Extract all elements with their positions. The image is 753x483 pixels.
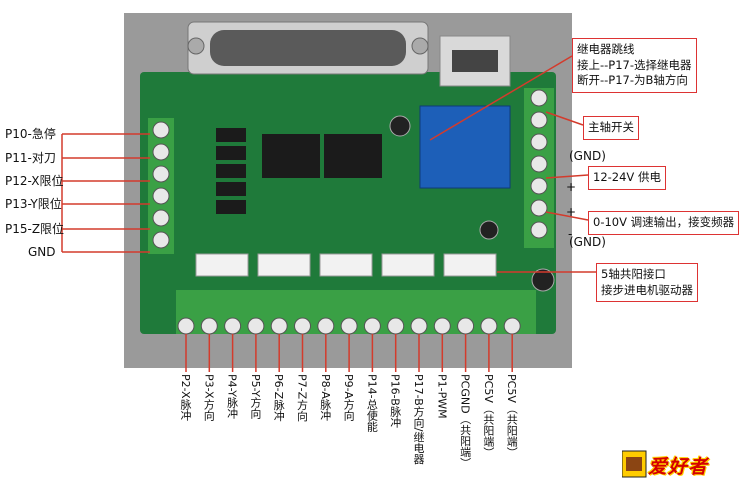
white-header — [443, 253, 497, 277]
label-p12: P12-X限位 — [5, 174, 64, 188]
optocoupler — [216, 128, 246, 142]
bottom-pin-label: P14-总使能 — [365, 374, 379, 432]
spindle-switch-label: 主轴开关 — [583, 116, 639, 140]
right-annotation-lines — [429, 55, 596, 273]
bottom-terminal-screw — [433, 317, 451, 335]
bottom-pin-label: PC5V（共阳端） — [505, 374, 519, 458]
bottom-pin-label: P6-Z脉冲 — [272, 374, 286, 422]
common-anode-line1: 5轴共阳接口 — [601, 267, 666, 281]
relay-note-line1: 接上--P17-选择继电器 — [577, 57, 692, 72]
bottom-pin-label: P3-X方向 — [202, 374, 216, 421]
plus-label-2: + — [566, 205, 577, 219]
bottom-terminal-screw — [317, 317, 335, 335]
relay-note-line2: 断开--P17-为B轴方向 — [577, 73, 688, 88]
bottom-terminal-screw — [457, 317, 475, 335]
right-terminal-screw — [530, 111, 548, 129]
bottom-pin-label: P17-B方向/继电器 — [412, 374, 425, 465]
label-p13: P13-Y限位 — [5, 197, 62, 211]
db25-shell — [210, 30, 406, 66]
left-terminal-screw — [152, 187, 170, 205]
label-gnd-left: GND — [28, 245, 56, 259]
capacitor-3 — [531, 268, 555, 292]
bottom-pin-label: P1-PWM — [435, 374, 449, 419]
gnd-top-label: (GND) — [569, 149, 606, 163]
bottom-pin-label: P5-Y方向 — [248, 374, 262, 420]
bottom-terminal-screw — [503, 317, 521, 335]
white-header — [257, 253, 311, 277]
left-terminal-screw — [152, 231, 170, 249]
white-header — [319, 253, 373, 277]
logo — [622, 450, 647, 478]
optocoupler — [216, 164, 246, 178]
logo-text: 爱好者 — [648, 456, 709, 478]
bottom-terminal-screw — [480, 317, 498, 335]
bottom-terminal-screw — [294, 317, 311, 335]
bottom-terminal-screw — [177, 317, 195, 335]
left-terminal-screw — [152, 121, 170, 139]
right-terminal-screw — [530, 155, 548, 173]
bottom-pin-label: P16-B脉冲 — [388, 374, 402, 428]
bottom-terminal-screw — [247, 317, 265, 335]
supply-label: 12-24V 供电 — [588, 166, 666, 190]
bottom-terminal-screw — [200, 317, 218, 335]
gnd-bottom-label: (GND) — [569, 235, 606, 249]
relay-note-title: 继电器跳线 — [577, 42, 635, 56]
usb-socket — [452, 50, 498, 72]
vout-label: 0-10V 调速输出，接变频器 — [588, 211, 740, 235]
bottom-terminal-screw — [363, 317, 381, 335]
left-terminal-block — [148, 118, 174, 254]
label-p11: P11-对刀 — [5, 151, 56, 165]
white-header — [195, 253, 249, 277]
minus-label: - — [568, 227, 573, 241]
left-terminal-screw — [152, 165, 170, 183]
right-terminal-screw — [530, 199, 548, 217]
relay-jumper-note: 继电器跳线 接上--P17-选择继电器 断开--P17-为B轴方向 — [572, 38, 697, 93]
db25-screw-right — [411, 37, 429, 55]
bottom-pin-label: PC5V（共阳端） — [481, 374, 495, 458]
common-anode-line2: 接步进电机驱动器 — [601, 282, 693, 297]
white-header — [381, 253, 435, 277]
bottom-terminal-screw — [387, 317, 405, 335]
left-terminal-screw — [152, 209, 170, 227]
bottom-pin-label: PCGND（共阳端） — [458, 374, 472, 469]
relay — [419, 105, 511, 189]
left-terminal-screw — [152, 143, 170, 161]
bottom-pin-label: P4-Y脉冲 — [225, 374, 239, 420]
label-p10: P10-急停 — [5, 127, 56, 141]
label-p15: P15-Z限位 — [5, 222, 65, 236]
chip-2 — [324, 134, 382, 178]
optocoupler — [216, 146, 246, 160]
bottom-terminal-screw — [340, 317, 358, 335]
capacitor-1 — [389, 115, 411, 137]
bottom-pin-label: P8-A脉冲 — [318, 374, 332, 421]
optocoupler — [216, 200, 246, 214]
bottom-terminal-screw — [270, 317, 288, 335]
chip-1 — [262, 134, 320, 178]
common-anode-note: 5轴共阳接口 接步进电机驱动器 — [596, 263, 698, 303]
optocoupler — [216, 182, 246, 196]
plus-label-1: + — [566, 180, 577, 194]
bottom-terminal-screw — [224, 317, 242, 335]
bottom-terminal-screw — [410, 317, 428, 335]
right-terminal-screw — [530, 133, 548, 151]
bottom-pin-label: P2-X脉冲 — [179, 374, 192, 421]
db25-screw-left — [187, 37, 205, 55]
bottom-pin-label: P7-Z方向 — [295, 374, 309, 422]
bottom-pin-label: P9-A方向 — [342, 374, 356, 421]
capacitor-2 — [479, 220, 499, 240]
right-terminal-screw — [530, 221, 548, 239]
right-terminal-screw — [530, 177, 548, 195]
right-terminal-screw — [530, 89, 548, 107]
